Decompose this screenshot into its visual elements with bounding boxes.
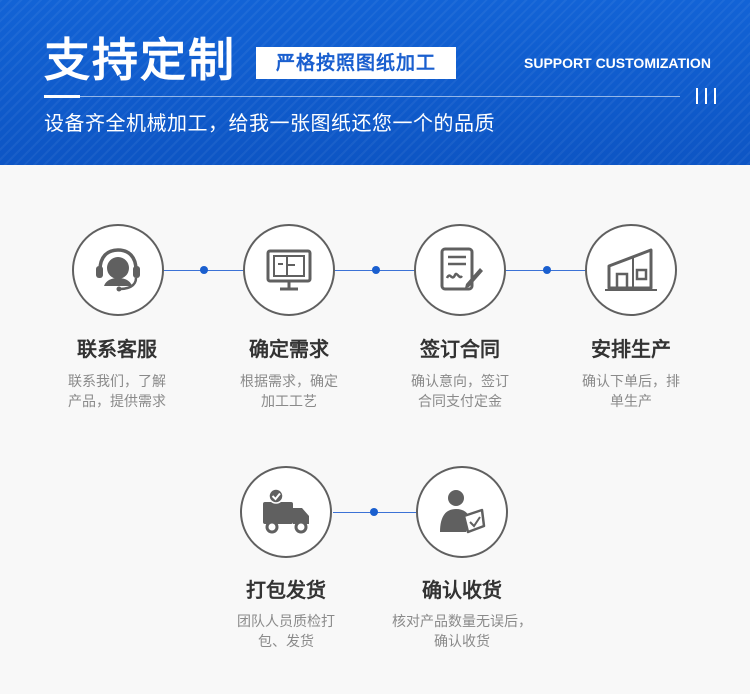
connector-dot: [372, 266, 380, 274]
decorative-bars-icon: [696, 88, 720, 104]
step-title: 打包发货: [246, 578, 326, 602]
header-banner: 支持定制 严格按照图纸加工 SUPPORT CUSTOMIZATION 设备齐全…: [0, 0, 750, 165]
step-desc-line: 核对产品数量无误后，: [392, 614, 532, 630]
step-desc-line: 合同支付定金: [418, 394, 502, 410]
step-desc-line: 团队人员质检打: [237, 614, 335, 630]
step-confirm-requirements: [243, 224, 335, 316]
step-confirm-receipt: [416, 466, 508, 558]
step-desc-line: 确认收货: [434, 634, 490, 650]
headset-icon: [96, 248, 140, 292]
header-divider: [80, 96, 680, 97]
page-title: 支持定制: [44, 33, 236, 87]
step-desc-line: 包、发货: [258, 634, 314, 650]
connector-dot: [370, 508, 378, 516]
step-title: 确定需求: [249, 337, 329, 361]
connector-dot: [543, 266, 551, 274]
header-tagline: 设备齐全机械加工，给我一张图纸还您一个的品质: [44, 111, 495, 135]
contract-sign-icon: [440, 247, 483, 291]
subtitle-badge: 严格按照图纸加工: [256, 47, 456, 79]
english-title: SUPPORT CUSTOMIZATION: [524, 55, 711, 71]
monitor-blueprint-icon: [266, 249, 312, 291]
step-desc-line: 产品，提供需求: [68, 394, 166, 410]
step-desc-line: 单生产: [610, 394, 652, 410]
step-arrange-production: [585, 224, 677, 316]
step-pack-ship: [240, 466, 332, 558]
person-check-icon: [440, 490, 486, 534]
step-desc-line: 确认意向，签订: [411, 374, 509, 390]
step-desc-line: 根据需求，确定: [240, 374, 338, 390]
step-desc-line: 联系我们，了解: [68, 374, 166, 390]
step-desc-line: 确认下单后，排: [582, 374, 680, 390]
step-title: 签订合同: [420, 337, 500, 361]
step-desc-line: 加工工艺: [261, 394, 317, 410]
connector-dot: [200, 266, 208, 274]
step-title: 安排生产: [591, 337, 671, 361]
step-sign-contract: [414, 224, 506, 316]
step-title: 联系客服: [77, 337, 157, 361]
title-underline: [44, 95, 80, 98]
step-contact-service: [72, 224, 164, 316]
step-title: 确认收货: [422, 578, 502, 602]
delivery-truck-icon: [263, 488, 309, 534]
factory-icon: [605, 248, 657, 291]
